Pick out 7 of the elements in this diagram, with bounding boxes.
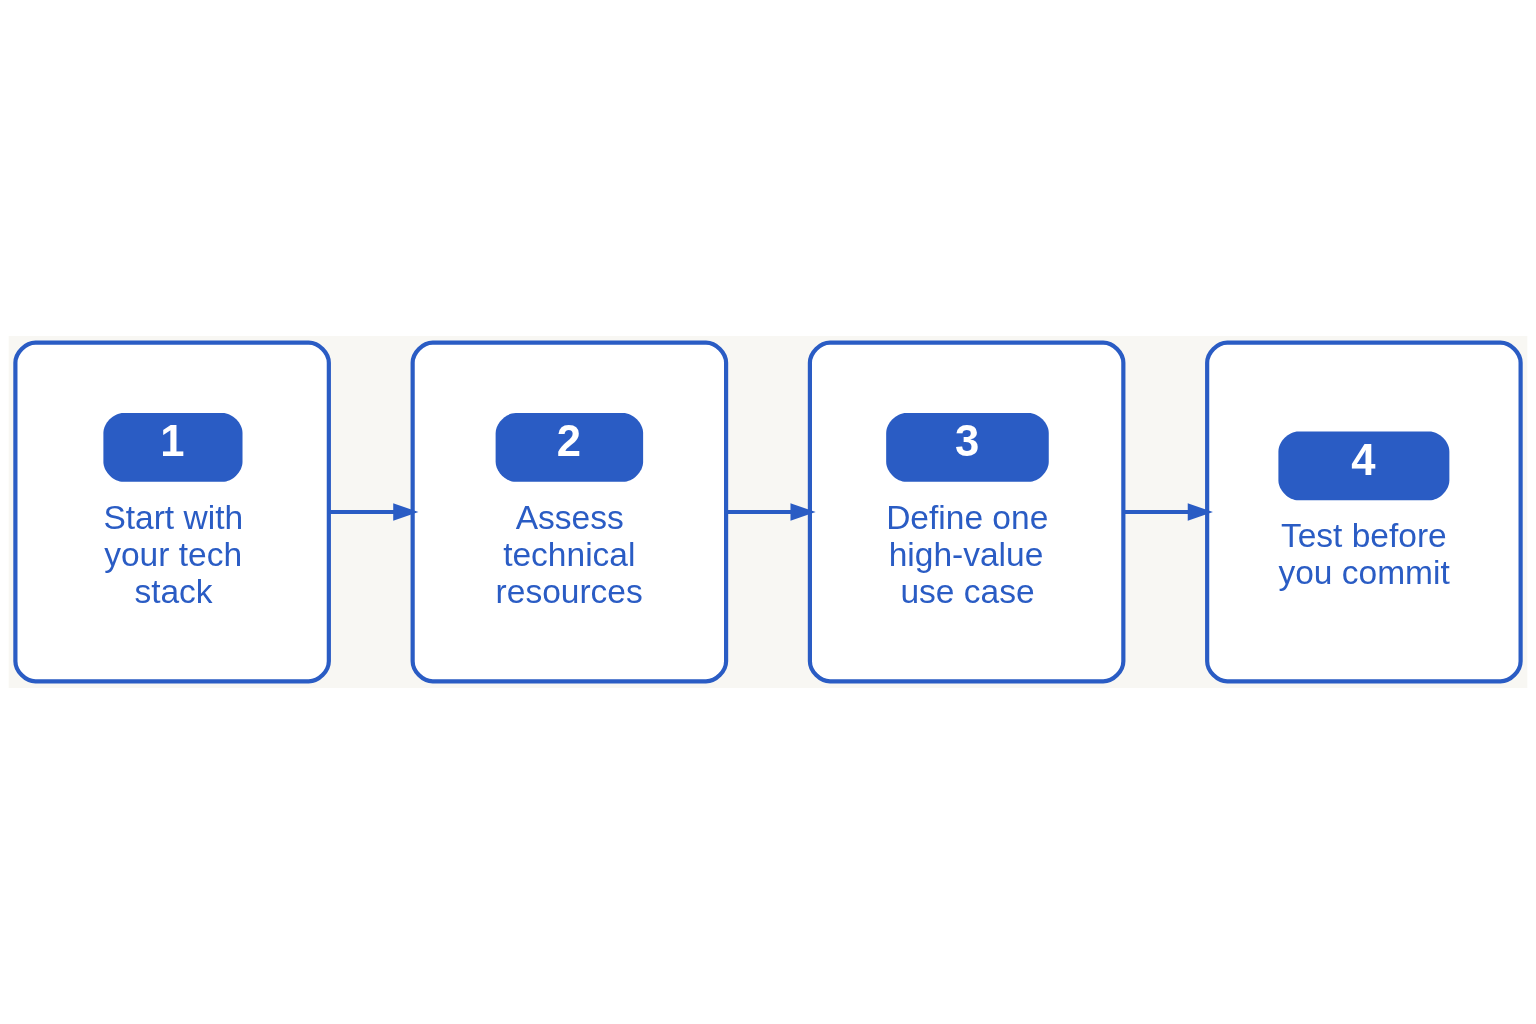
node-box: 3 Define one high-value use case [807, 340, 1126, 684]
arrow [328, 503, 419, 521]
arrow [1123, 503, 1213, 521]
node-box: 4 Test before you commit [1205, 340, 1523, 684]
node-box: 2 Assess technical resources [410, 340, 729, 684]
arrow [726, 503, 816, 521]
node-box: 1 Start with your tech stack [13, 340, 331, 684]
